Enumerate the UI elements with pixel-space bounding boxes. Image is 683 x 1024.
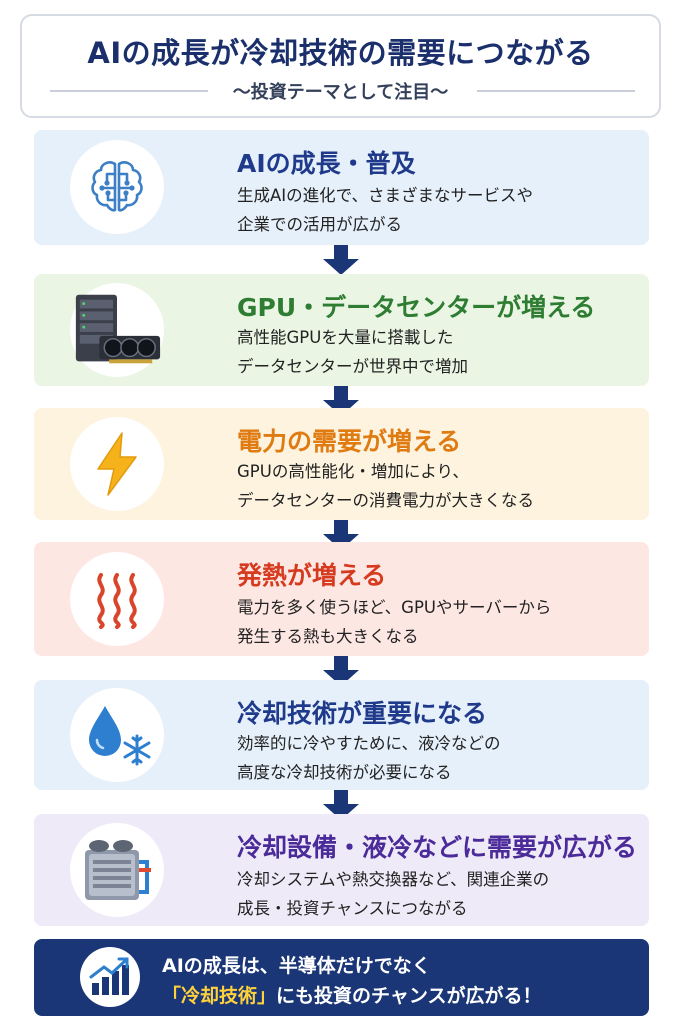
heat-waves-icon	[70, 552, 164, 646]
step-card-cooling-important: 冷却技術が重要になる 効率的に冷やすために、液冷などの 高度な冷却技術が必要にな…	[34, 680, 649, 790]
water-drop-snowflake-icon	[70, 688, 164, 782]
footer-highlight: 「冷却技術」	[162, 985, 277, 1007]
step-desc-line1: 冷却システムや熱交換器など、関連企業の	[237, 870, 550, 889]
flow-arrow-down-icon	[323, 245, 359, 275]
step-title: AIの成長・普及	[237, 149, 416, 178]
step-card-gpu-datacenter: GPU・データセンターが増える 高性能GPUを大量に搭載した データセンターが世…	[34, 274, 649, 386]
step-card-cooling-demand: 冷却設備・液冷などに需要が広がる 冷却システムや熱交換器など、関連企業の 成長・…	[34, 814, 649, 926]
step-title: 電力の需要が増える	[237, 427, 462, 456]
footer-line2-rest: にも投資のチャンスが広がる！	[276, 985, 542, 1007]
step-desc-line2: 企業での活用が広がる	[237, 215, 402, 234]
step-desc-line2: データセンターが世界中で増加	[237, 357, 468, 376]
footer-line1: AIの成長は、半導体だけでなく	[162, 955, 431, 977]
step-desc-line1: 効率的に冷やすために、液冷などの	[237, 734, 501, 753]
step-desc-line2: 高度な冷却技術が必要になる	[237, 763, 452, 782]
footer-banner: AIの成長は、半導体だけでなく 「冷却技術」にも投資のチャンスが広がる！	[34, 939, 649, 1016]
step-title: 冷却設備・液冷などに需要が広がる	[237, 833, 638, 862]
step-card-heat-increase: 発熱が増える 電力を多く使うほど、GPUやサーバーから 発生する熱も大きくなる	[34, 542, 649, 656]
subtitle-line-left	[50, 90, 208, 92]
flow-arrow-down-icon	[323, 520, 359, 550]
header-box: AIの成長が冷却技術の需要につながる 〜投資テーマとして注目〜	[20, 14, 661, 118]
flow-arrow-down-icon	[323, 386, 359, 416]
step-desc-line1: 高性能GPUを大量に搭載した	[237, 328, 454, 347]
step-desc-line2: 発生する熱も大きくなる	[237, 627, 419, 646]
step-desc-line2: データセンターの消費電力が大きくなる	[237, 491, 534, 510]
step-card-power-demand: 電力の需要が増える GPUの高性能化・増加により、 データセンターの消費電力が大…	[34, 408, 649, 520]
step-title: GPU・データセンターが増える	[237, 293, 596, 322]
step-desc-line2: 成長・投資チャンスにつながる	[237, 899, 468, 918]
step-desc-line1: 生成AIの進化で、さまざまなサービスや	[237, 186, 533, 205]
flow-arrow-down-icon	[323, 656, 359, 686]
page-title: AIの成長が冷却技術の需要につながる	[87, 36, 594, 70]
step-desc-line1: 電力を多く使うほど、GPUやサーバーから	[237, 598, 552, 617]
brain-circuit-icon	[70, 140, 164, 234]
step-title: 冷却技術が重要になる	[237, 699, 488, 728]
growth-chart-icon	[80, 947, 140, 1007]
flow-arrow-down-icon	[323, 790, 359, 820]
step-desc-line1: GPUの高性能化・増加により、	[237, 462, 469, 481]
subtitle-line-right	[477, 90, 635, 92]
cooling-unit-icon	[70, 823, 164, 917]
page-subtitle: 〜投資テーマとして注目〜	[232, 82, 449, 103]
footer-line2: 「冷却技術」にも投資のチャンスが広がる！	[162, 981, 541, 1008]
server-gpu-icon	[70, 283, 164, 377]
lightning-bolt-icon	[70, 417, 164, 511]
step-title: 発熱が増える	[237, 561, 387, 590]
step-card-ai-growth: AIの成長・普及 生成AIの進化で、さまざまなサービスや 企業での活用が広がる	[34, 130, 649, 245]
